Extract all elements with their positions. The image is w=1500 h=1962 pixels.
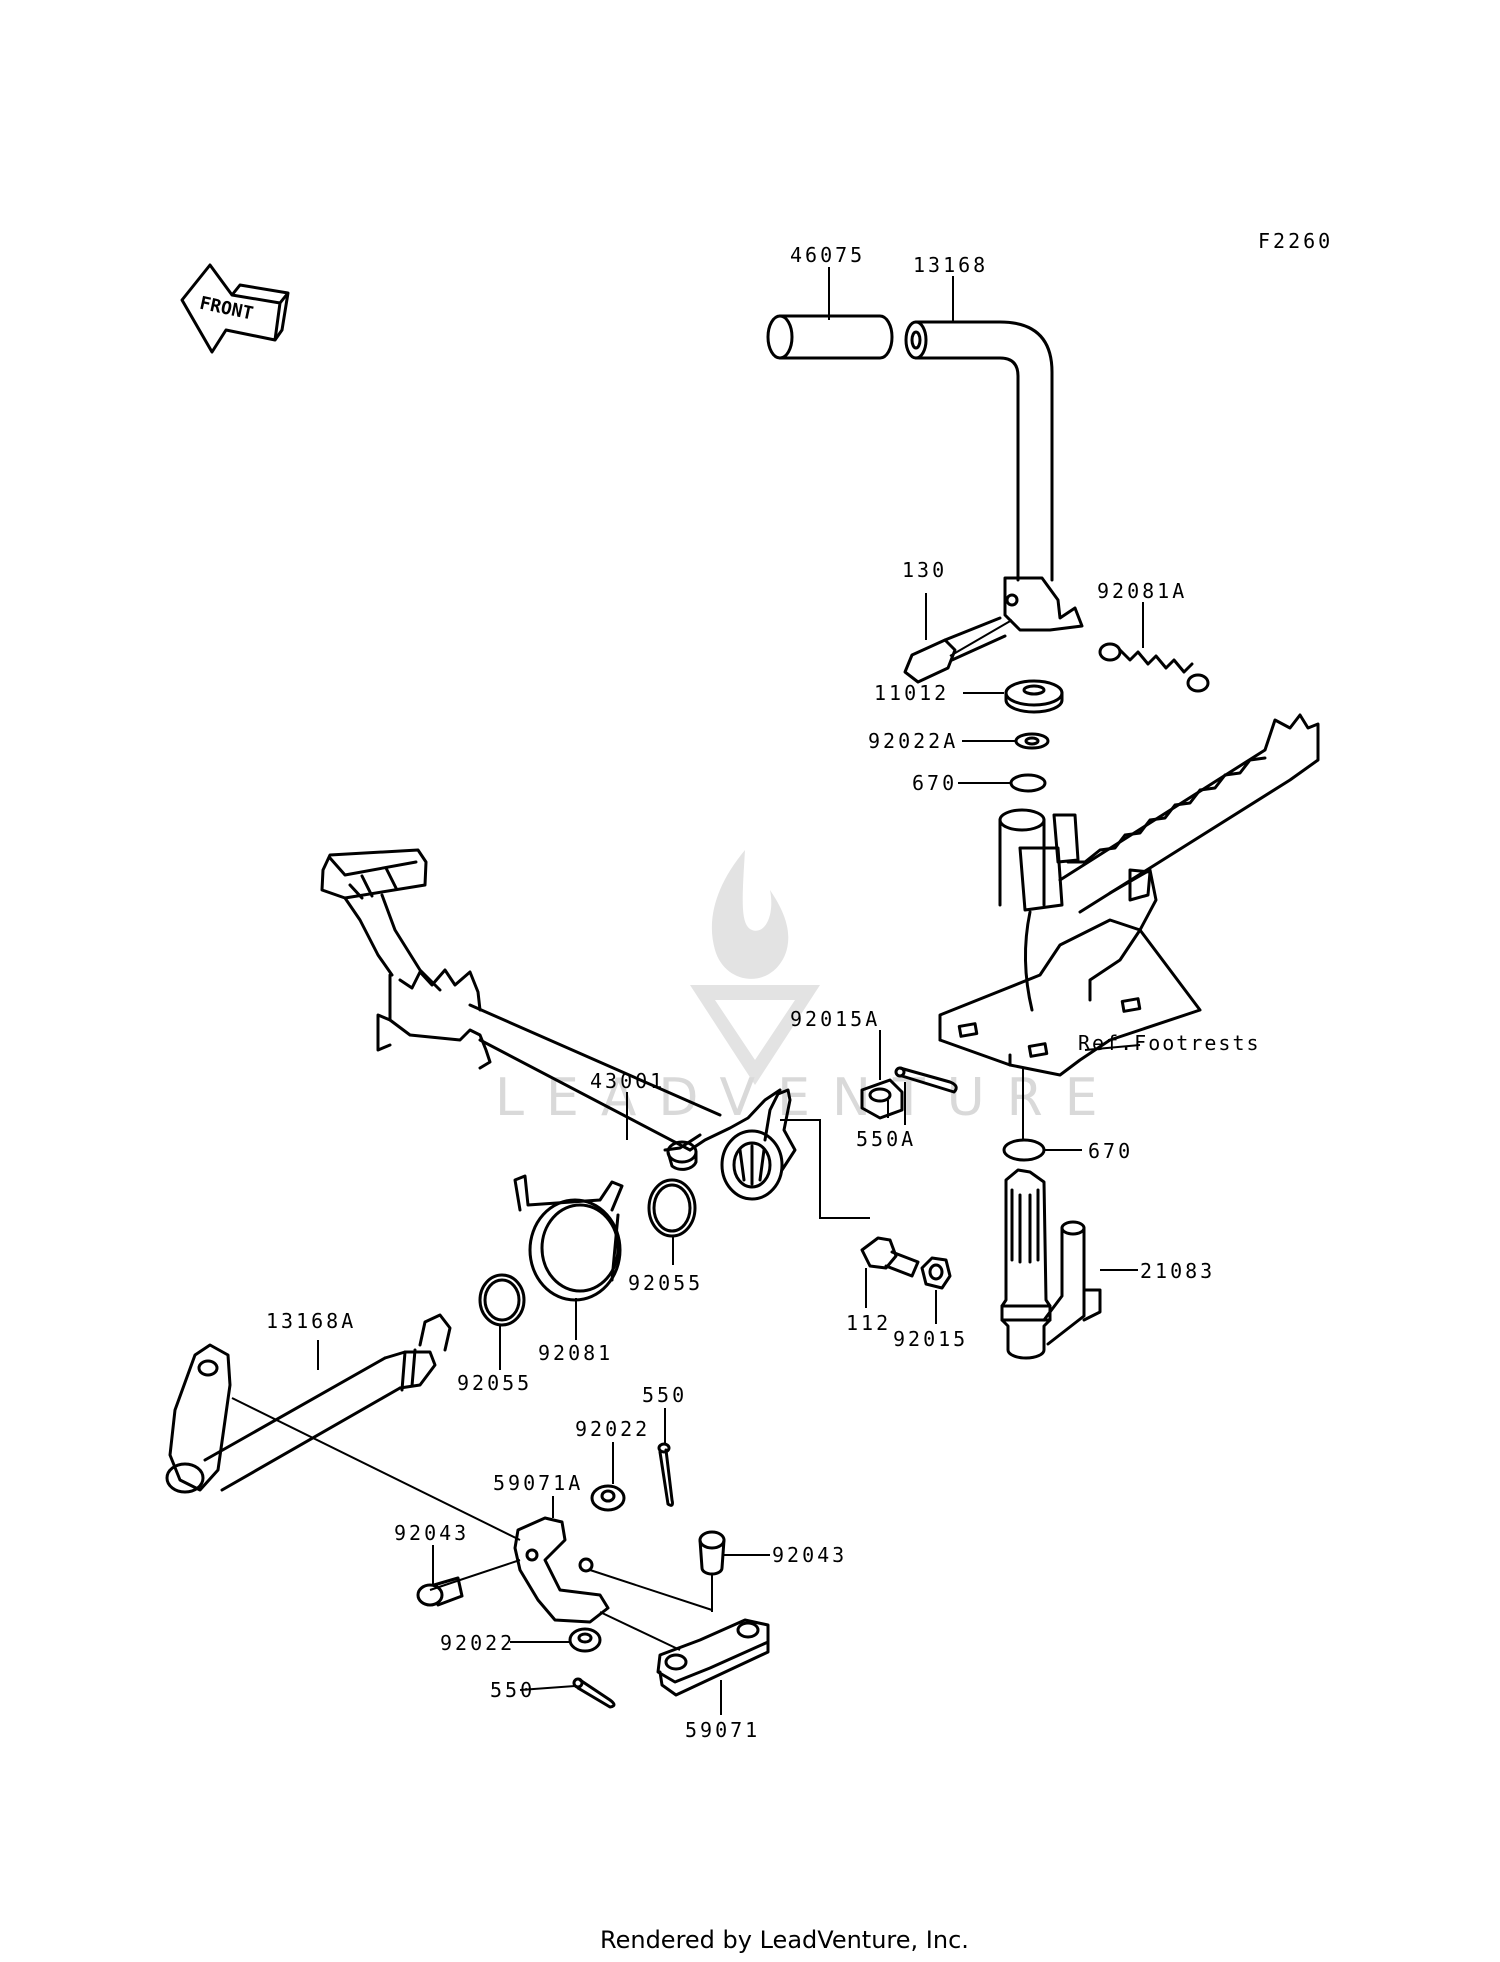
footer-credit: Rendered by LeadVenture, Inc. <box>600 1926 969 1954</box>
callout-92055-upper: 92055 <box>628 1271 703 1295</box>
spring-92081 <box>513 1174 624 1302</box>
pin-92043-left <box>416 1576 464 1607</box>
brake-pedal-43001 <box>320 848 797 1201</box>
callout-92043-right: 92043 <box>772 1543 847 1567</box>
callout-11012: 11012 <box>874 681 949 705</box>
callout-92022A: 92022A <box>868 729 958 753</box>
o-ring-670-upper <box>1009 773 1047 793</box>
callout-92055-lower: 92055 <box>457 1371 532 1395</box>
spring-92081A <box>1098 642 1210 693</box>
o-ring-92055-lower <box>478 1273 526 1327</box>
callout-92022-lower: 92022 <box>440 1631 515 1655</box>
callout-21083: 21083 <box>1140 1259 1215 1283</box>
callout-92081A: 92081A <box>1097 579 1187 603</box>
washer-11012 <box>1004 679 1064 714</box>
washer-92022-lower <box>568 1627 602 1653</box>
callout-92081: 92081 <box>538 1341 613 1365</box>
callout-550A: 550A <box>856 1127 916 1151</box>
callout-92022-upper: 92022 <box>575 1417 650 1441</box>
bolt-130 <box>903 616 1007 684</box>
callout-550-upper: 550 <box>642 1383 687 1407</box>
callout-13168A: 13168A <box>266 1309 356 1333</box>
callout-46075: 46075 <box>790 243 865 267</box>
leader-lines <box>231 267 1144 1715</box>
callout-92015A: 92015A <box>790 1007 880 1031</box>
cotter-pin-550A <box>894 1066 958 1094</box>
cotter-pin-550-lower <box>572 1677 616 1709</box>
callout-ref-footrests: Ref.Footrests <box>1078 1031 1261 1055</box>
front-arrow-icon: FRONT <box>180 263 290 354</box>
o-ring-670-lower <box>1002 1138 1046 1162</box>
callout-670-lower: 670 <box>1088 1139 1133 1163</box>
nut-92015A <box>860 1078 904 1120</box>
washer-92022A <box>1014 732 1050 750</box>
callout-550-lower: 550 <box>490 1678 535 1702</box>
bolt-112 <box>860 1236 920 1278</box>
cotter-pin-550-upper <box>657 1442 674 1507</box>
o-ring-92055-upper <box>647 1178 697 1238</box>
callout-670-upper: 670 <box>912 771 957 795</box>
shaft-lever-13168A <box>165 1313 452 1494</box>
pin-92043-right <box>698 1530 726 1576</box>
diagram-code: F2260 <box>1258 229 1333 253</box>
callout-92043-left: 92043 <box>394 1521 469 1545</box>
watermark-text: LEADVENTURE <box>495 1068 1120 1128</box>
callout-13168: 13168 <box>913 253 988 277</box>
leadventure-watermark-logo <box>690 850 820 1085</box>
callout-112: 112 <box>846 1311 891 1335</box>
callout-59071: 59071 <box>685 1718 760 1742</box>
clevis-59071A <box>513 1516 610 1624</box>
callout-59071A: 59071A <box>493 1471 583 1495</box>
callout-130: 130 <box>902 558 947 582</box>
footrest-bracket <box>938 713 1320 1077</box>
lever-13168 <box>904 320 1084 632</box>
shaft-21083 <box>1000 1168 1102 1360</box>
callout-43001: 43001 <box>590 1069 665 1093</box>
link-59071 <box>656 1618 770 1697</box>
washer-92022-upper <box>590 1484 626 1512</box>
grip-46075 <box>766 314 894 360</box>
callout-92015: 92015 <box>893 1327 968 1351</box>
callout-labels: 46075 13168 130 92081A 11012 92022A 670 … <box>266 243 1261 1742</box>
nut-92015 <box>920 1256 952 1290</box>
